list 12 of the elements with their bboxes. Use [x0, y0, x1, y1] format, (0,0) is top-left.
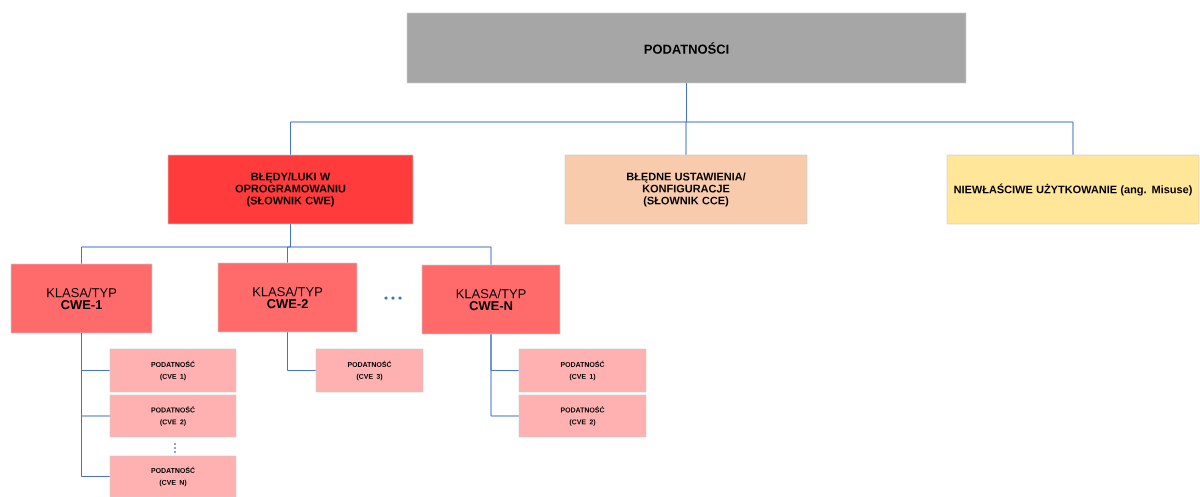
- category-box: NIEWŁAŚCIWE UŻYTKOWANIE (ang. Misuse): [946, 154, 1200, 225]
- category-box: BŁĘDNE USTAWIENIA/ KONFIGURACJE (SŁOWNIK CCE): [564, 154, 808, 225]
- connector: [490, 333, 520, 417]
- category-box: PODATNOŚCI: [406, 12, 967, 84]
- connector: [81, 332, 111, 477]
- class-box: KLASA/TYP CWE-1: [10, 263, 153, 334]
- class-box: KLASA/TYP CWE-2: [217, 262, 358, 333]
- connector: [287, 331, 317, 371]
- connector: [290, 223, 492, 266]
- category-box: BŁĘDY/LUKI W OPROGRAMOWANIU (SŁOWNIK CWE): [167, 154, 414, 225]
- class-box: KLASA/TYP CWE-N: [421, 264, 561, 335]
- connector: [686, 82, 1074, 156]
